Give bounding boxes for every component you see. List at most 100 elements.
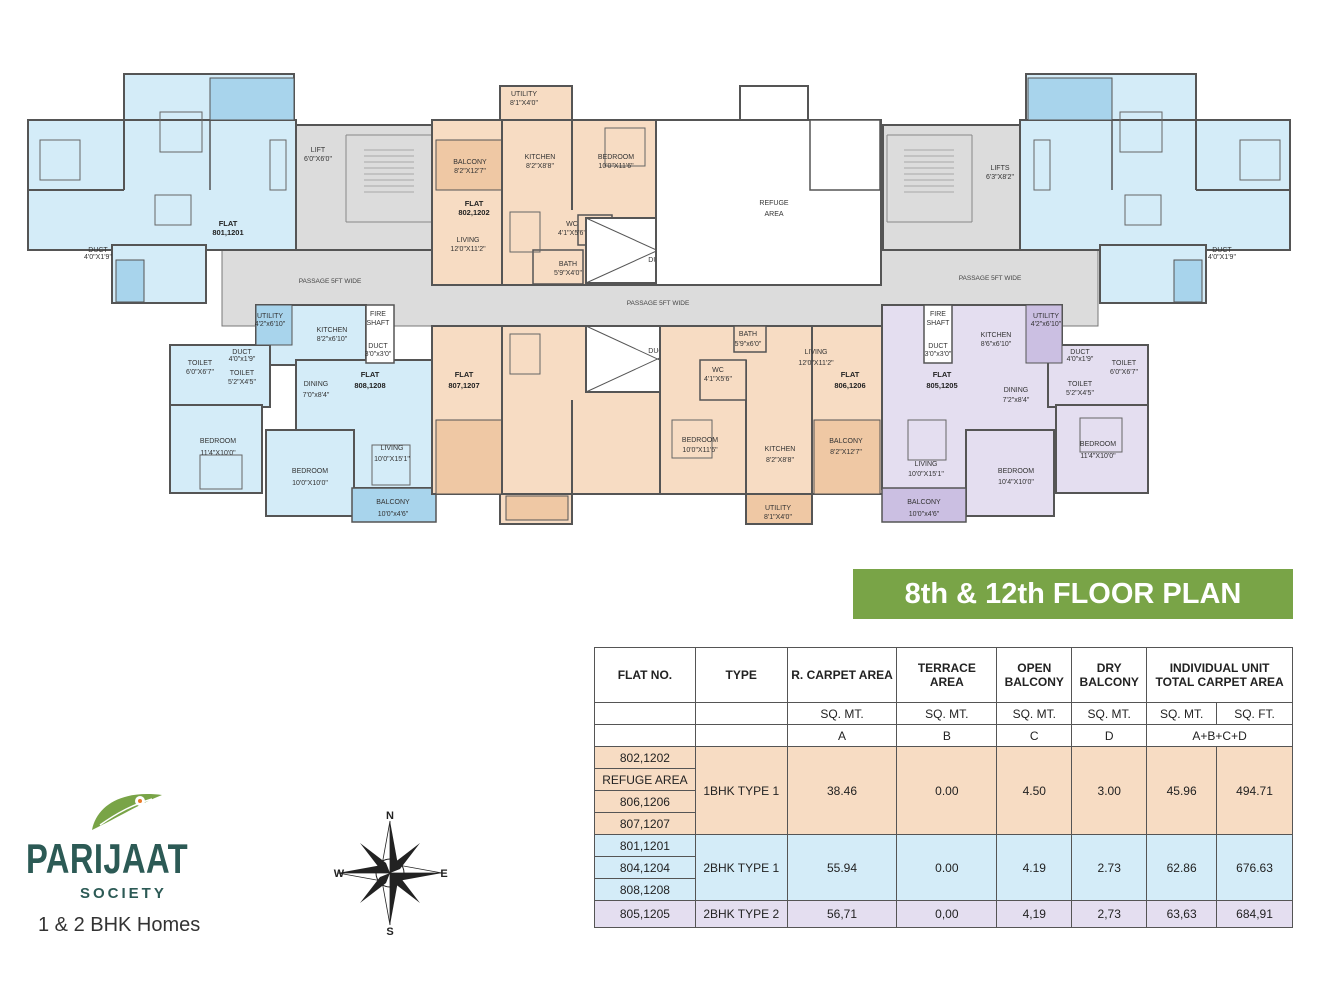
compass-icon: N S E W xyxy=(334,810,448,938)
type-cell: 1BHK TYPE 1 xyxy=(694,746,788,835)
carpet-cell: 56,71 xyxy=(786,900,898,928)
sqmt-cell: 45.96 xyxy=(1146,746,1218,835)
flat-cell: 804,1204 xyxy=(594,856,696,879)
flat-805-unit xyxy=(881,304,1149,523)
passage-center-label: PASSAGE 5FT WIDE xyxy=(627,300,690,307)
letter-cell: A+B+C+D xyxy=(1146,724,1293,747)
carpet-cell: 55.94 xyxy=(786,834,898,901)
stair-left xyxy=(295,124,434,251)
duct-bottom-label: DUCT xyxy=(648,348,668,355)
header-terrace: TERRACE AREA xyxy=(896,647,998,703)
sqft-cell: 494.71 xyxy=(1216,746,1293,835)
type-cell: 2BHK TYPE 1 xyxy=(694,834,788,901)
unit-cell: SQ. MT. xyxy=(1146,702,1218,725)
dry-cell: 3.00 xyxy=(1071,746,1148,835)
leaf-icon xyxy=(92,794,162,830)
header-type: TYPE xyxy=(694,647,788,703)
compass-e: E xyxy=(440,868,447,880)
flat-cell: REFUGE AREA xyxy=(594,768,696,791)
unit-cell: SQ. MT. xyxy=(896,702,998,725)
letter-cell: D xyxy=(1071,724,1148,747)
flat-cell: 807,1207 xyxy=(594,812,696,835)
compass-s: S xyxy=(386,926,393,938)
open-cell: 4.19 xyxy=(996,834,1073,901)
passage-right-label: PASSAGE 5FT WIDE xyxy=(959,275,1022,282)
letter-cell: B xyxy=(896,724,998,747)
flat-806-unit xyxy=(659,325,885,525)
dry-cell: 2.73 xyxy=(1071,834,1148,901)
header-carpet: R. CARPET AREA xyxy=(786,647,898,703)
open-cell: 4.50 xyxy=(996,746,1073,835)
table-letters-row: A B C D A+B+C+D xyxy=(594,724,1293,747)
brand-sub: SOCIETY xyxy=(80,885,167,902)
compass-w: W xyxy=(334,868,345,880)
flat-808-unit xyxy=(169,304,437,523)
flat-cell: 802,1202 xyxy=(594,746,696,769)
parijaat-logo xyxy=(92,794,162,830)
unit-cell: SQ. MT. xyxy=(1071,702,1148,725)
unit-cell: SQ. MT. xyxy=(786,702,898,725)
stair-right xyxy=(882,124,1021,251)
sqft-cell: 676.63 xyxy=(1216,834,1293,901)
table-row: 801,1201 2BHK TYPE 1 55.94 0.00 4.19 2.7… xyxy=(594,834,1293,901)
terrace-cell: 0.00 xyxy=(896,834,998,901)
table-row: 802,1202 1BHK TYPE 1 38.46 0.00 4.50 3.0… xyxy=(594,746,1293,835)
sqmt-cell: 62.86 xyxy=(1146,834,1218,901)
area-table: FLAT NO. TYPE R. CARPET AREA TERRACE ARE… xyxy=(594,647,1293,928)
brand-tagline: 1 & 2 BHK Homes xyxy=(38,914,201,936)
open-cell: 4,19 xyxy=(996,900,1073,928)
brand-name: PARIJAAT xyxy=(26,835,189,882)
floor-plan-title: 8th & 12th FLOOR PLAN xyxy=(853,569,1293,619)
header-flat-no: FLAT NO. xyxy=(594,647,696,703)
flat-cell: 805,1205 xyxy=(594,900,696,928)
dry-cell: 2,73 xyxy=(1071,900,1148,928)
table-row: 805,1205 2BHK TYPE 2 56,71 0,00 4,19 2,7… xyxy=(594,900,1293,928)
